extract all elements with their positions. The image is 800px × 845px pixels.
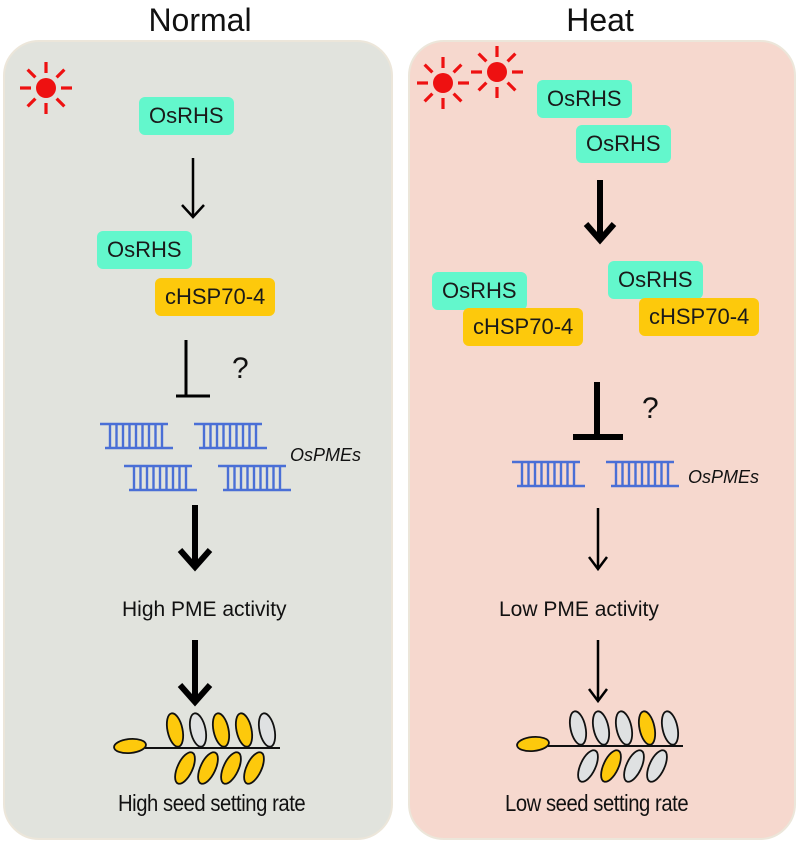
empty-grain <box>591 710 611 746</box>
inhibition-icon <box>573 382 623 440</box>
filled-grain <box>600 749 622 783</box>
filled-grain <box>165 712 185 748</box>
empty-grain <box>568 710 588 746</box>
osrhs-protein: OsRHS <box>432 272 527 310</box>
filled-grain <box>234 712 254 748</box>
sun-icon <box>417 57 469 109</box>
empty-grain <box>577 749 599 783</box>
gene-icon <box>100 422 173 450</box>
filled-grain <box>174 751 196 785</box>
gene-icon <box>218 464 291 492</box>
filled-grain <box>113 737 147 755</box>
gene-icon <box>124 464 197 492</box>
chsp70-protein: cHSP70-4 <box>155 278 276 316</box>
filled-grain <box>243 751 265 785</box>
normal-title: Normal <box>148 2 252 38</box>
seed-setting-label: High seed setting rate <box>118 790 306 816</box>
empty-grain <box>660 710 680 746</box>
empty-grain <box>257 712 277 748</box>
ospmes-label: OsPMEs <box>290 445 362 465</box>
filled-grain <box>211 712 231 748</box>
ospmes-label: OsPMEs <box>688 467 760 487</box>
chsp70-protein: cHSP70-4 <box>639 298 760 336</box>
sun-icon <box>20 62 72 114</box>
empty-grain <box>614 710 634 746</box>
inhibition-icon <box>176 340 210 398</box>
pme-activity-label: High PME activity <box>122 598 287 621</box>
normal-panel <box>3 40 393 840</box>
arrow-icon <box>177 505 213 572</box>
osrhs-protein: OsRHS <box>139 97 234 135</box>
gene-icon <box>512 460 585 488</box>
arrow-icon <box>181 158 205 219</box>
osrhs-protein: OsRHS <box>608 261 703 299</box>
osrhs-protein: OsRHS <box>576 125 671 163</box>
filled-grain <box>637 710 657 746</box>
osrhs-protein: OsRHS <box>537 80 632 118</box>
heat-title: Heat <box>566 2 634 38</box>
arrow-icon <box>177 640 213 707</box>
gene-icon <box>606 460 679 488</box>
rice-spike-icon <box>113 712 280 785</box>
question-mark: ? <box>232 352 249 385</box>
filled-grain <box>197 751 219 785</box>
empty-grain <box>646 749 668 783</box>
osrhs-protein: OsRHS <box>97 231 192 269</box>
rice-spike-icon <box>516 710 683 783</box>
filled-grain <box>516 735 550 753</box>
arrow-icon <box>588 508 608 572</box>
empty-grain <box>623 749 645 783</box>
sun-icon <box>471 46 523 98</box>
pme-activity-label: Low PME activity <box>499 598 659 621</box>
gene-icon <box>194 422 267 450</box>
seed-setting-label: Low seed setting rate <box>505 790 689 816</box>
question-mark: ? <box>642 392 659 425</box>
arrow-icon <box>588 640 608 704</box>
arrow-icon <box>583 180 617 245</box>
empty-grain <box>188 712 208 748</box>
chsp70-protein: cHSP70-4 <box>463 308 584 346</box>
filled-grain <box>220 751 242 785</box>
